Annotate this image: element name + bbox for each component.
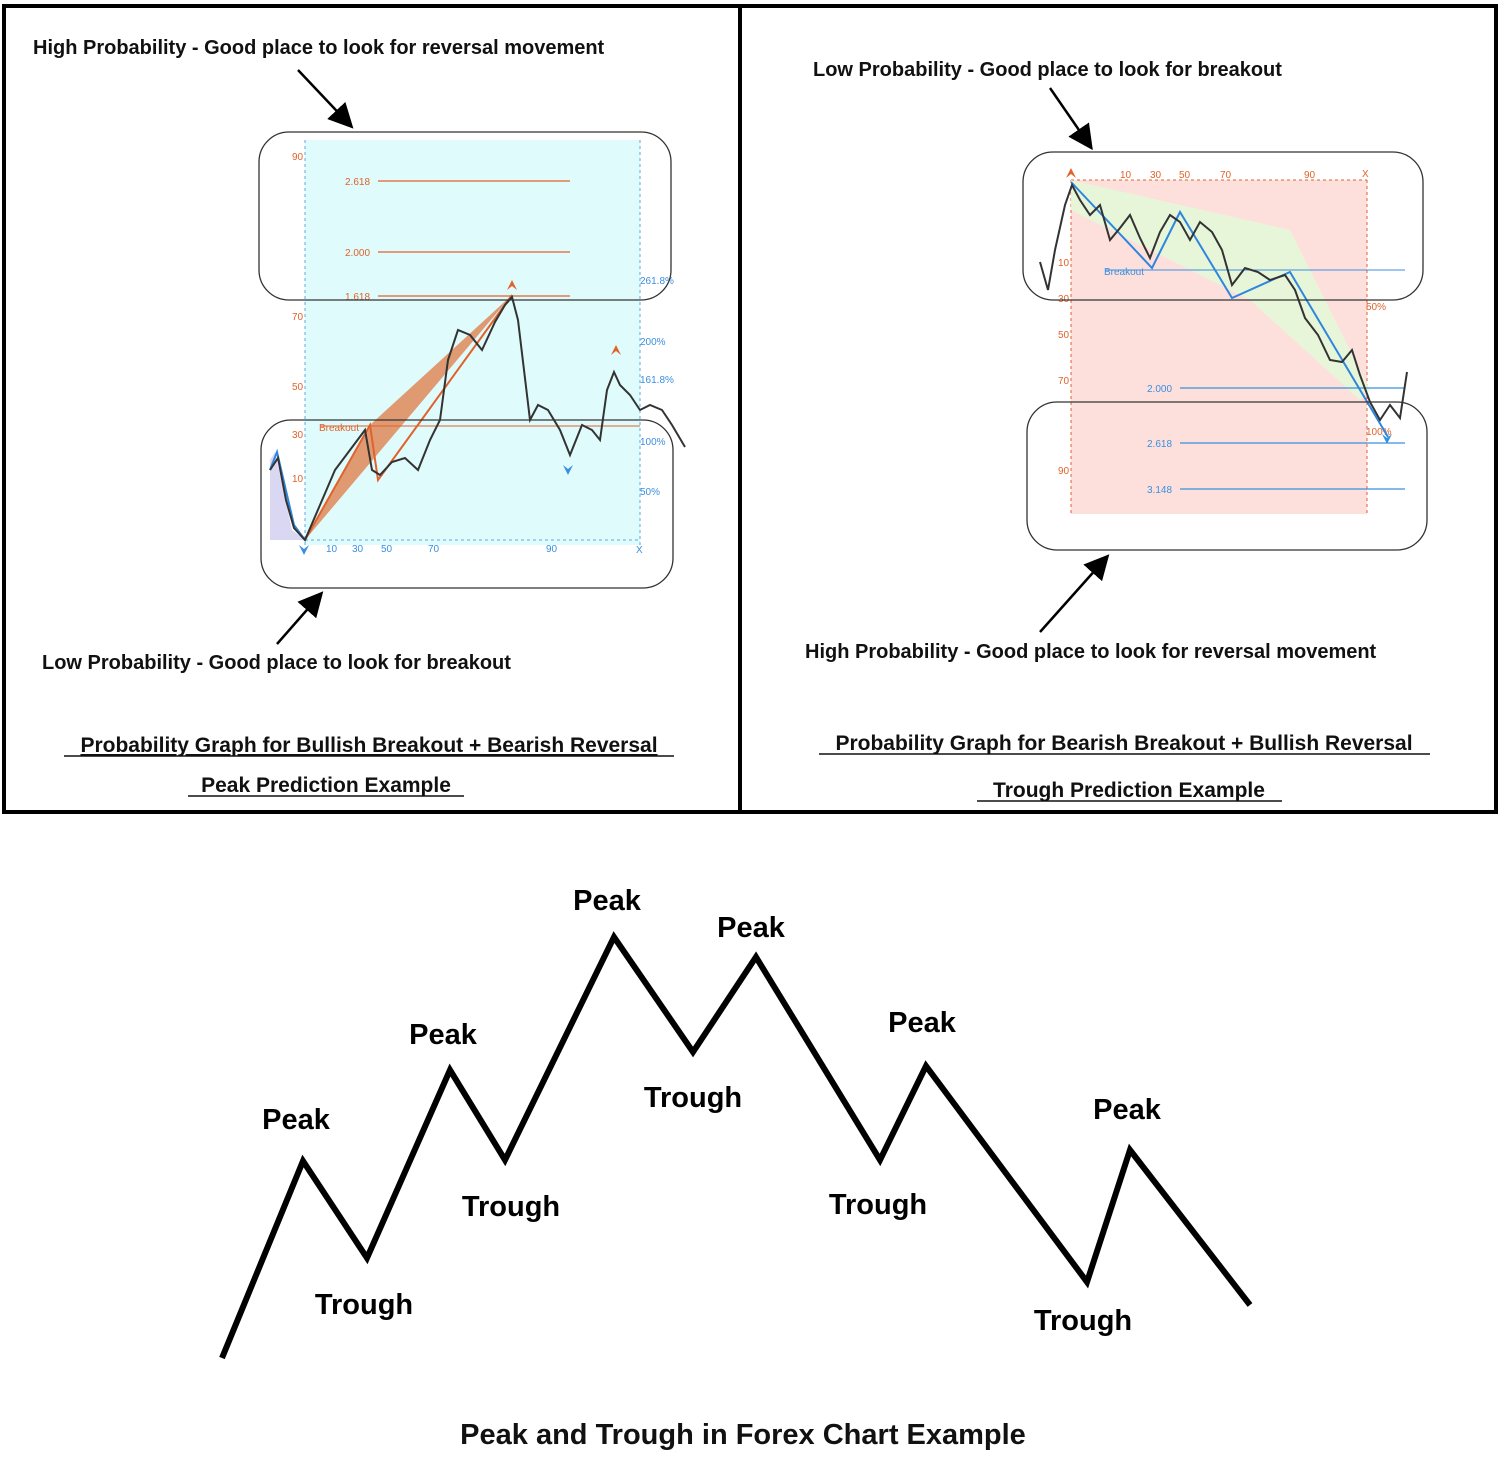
right-caption-line2: Trough Prediction Example [993, 779, 1265, 802]
left-top-arrow [297, 69, 354, 129]
left-caption-line1: Probability Graph for Bullish Breakout +… [80, 734, 657, 757]
left-chart-background [305, 140, 640, 545]
bullish-triangle [305, 295, 512, 540]
fib-label-2000: 2.000 [345, 248, 370, 259]
right-bottom-arrow [1039, 554, 1110, 633]
breakout-label: Breakout [319, 423, 359, 434]
left-top-annotation: High Probability - Good place to look fo… [33, 37, 605, 59]
trough-arrow [1382, 434, 1392, 444]
left-caption-line2: Peak Prediction Example [201, 774, 451, 797]
bottom-tick: 50 [381, 544, 393, 555]
percent-label: 200% [640, 337, 666, 348]
low-probability-zone [1022, 151, 1424, 301]
fib-label-2618: 2.618 [345, 177, 370, 188]
fib-label-1618: 1.618 [345, 292, 370, 303]
percent-label: 100% [1366, 427, 1392, 438]
start-zone [270, 452, 305, 540]
top-tick: 30 [1150, 170, 1162, 181]
peak-label: Peak [1093, 1094, 1162, 1126]
peak-label: Peak [409, 1019, 478, 1051]
left-axis-tick: 90 [292, 152, 304, 163]
trough-label: Trough [315, 1289, 413, 1321]
trough-label: Trough [462, 1191, 560, 1223]
top-tick: 90 [1304, 170, 1316, 181]
top-tick: 50 [1179, 170, 1191, 181]
low-probability-zone [260, 419, 674, 589]
peak-label: Peak [717, 912, 786, 944]
left-axis-tick: 50 [1058, 330, 1070, 341]
trough-label: Trough [644, 1082, 742, 1114]
bottom-tick: 70 [428, 544, 440, 555]
bottom-tick: 10 [326, 544, 338, 555]
trough-label: Trough [829, 1189, 927, 1221]
trough-arrow [563, 465, 573, 475]
peak-arrow [611, 345, 621, 355]
left-axis-tick: 10 [292, 474, 304, 485]
left-axis-tick: 30 [292, 430, 304, 441]
right-chart: 10 30 50 70 90 X 10 30 50 70 90 2.000 2.… [1039, 168, 1408, 514]
left-axis-tick: 50 [292, 382, 304, 393]
trough-arrow [299, 545, 309, 555]
left-axis-tick: 10 [1058, 258, 1070, 269]
peak-label: Peak [888, 1007, 957, 1039]
peak-arrow [1066, 168, 1076, 178]
percent-label: 100% [640, 437, 666, 448]
peak-arrow [507, 280, 517, 290]
high-probability-zone [258, 131, 672, 301]
left-axis-tick: 90 [1058, 466, 1070, 477]
fib-label-2618: 2.618 [1147, 439, 1172, 450]
bearish-channel [1071, 180, 1370, 400]
peak-trough-zigzag [219, 931, 1253, 1360]
bottom-tick: X [636, 545, 643, 556]
right-bottom-annotation: High Probability - Good place to look fo… [805, 641, 1377, 663]
price-path [1039, 182, 1408, 422]
percent-label: 261.8% [640, 276, 674, 287]
right-top-annotation: Low Probability - Good place to look for… [813, 59, 1282, 81]
percent-label: 50% [1366, 302, 1386, 313]
bottom-title: Peak and Trough in Forex Chart Example [460, 1419, 1026, 1451]
peak-label: Peak [573, 885, 642, 917]
percent-label: 161.8% [640, 375, 674, 386]
trough-label: Trough [1034, 1305, 1132, 1337]
breakout-label: Breakout [1104, 267, 1144, 278]
left-blue-zigzag [269, 448, 306, 541]
top-tick: 10 [1120, 170, 1132, 181]
left-axis-tick: 70 [292, 312, 304, 323]
bottom-tick: 90 [546, 544, 558, 555]
bottom-tick: 30 [352, 544, 364, 555]
top-tick: X [1362, 169, 1369, 180]
price-path [269, 294, 686, 542]
fib-label-3148: 3.148 [1147, 485, 1172, 496]
left-bottom-annotation: Low Probability - Good place to look for… [42, 652, 511, 674]
right-caption-line1: Probability Graph for Bearish Breakout +… [835, 732, 1412, 755]
left-axis-tick: 70 [1058, 376, 1070, 387]
left-chart: 2.618 2.000 1.618 90 70 50 30 10 10 30 5… [269, 140, 686, 556]
fib-label-2000: 2.000 [1147, 384, 1172, 395]
left-bottom-arrow [276, 591, 324, 645]
top-tick: 70 [1220, 170, 1232, 181]
percent-label: 50% [640, 487, 660, 498]
right-top-arrow [1048, 87, 1093, 151]
high-probability-zone [1026, 401, 1428, 551]
peak-label: Peak [262, 1104, 331, 1136]
